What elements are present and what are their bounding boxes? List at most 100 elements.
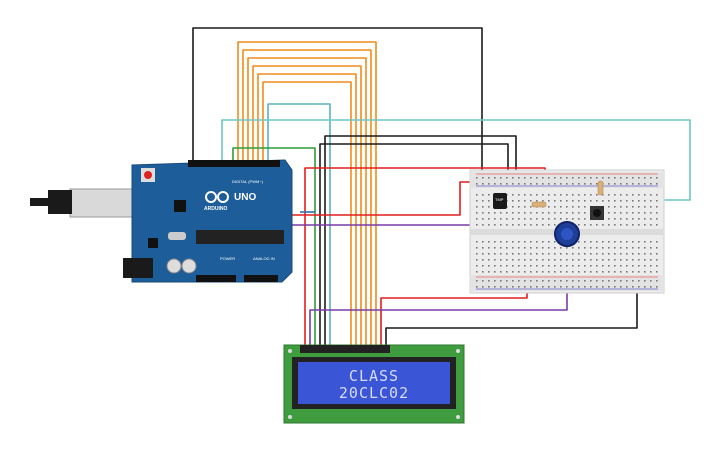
breadboard-hole — [500, 183, 502, 185]
breadboard-hole — [584, 265, 586, 267]
breadboard-hole — [590, 286, 592, 288]
wire-black-top[interactable] — [192, 27, 483, 178]
resistor-1[interactable] — [531, 201, 547, 208]
breadboard-hole — [494, 218, 496, 220]
breadboard-hole — [590, 241, 592, 243]
breadboard-hole — [524, 200, 526, 202]
breadboard-hole — [530, 241, 532, 243]
wire-orange-6[interactable] — [262, 81, 352, 345]
breadboard-hole — [584, 259, 586, 261]
breadboard-hole — [482, 265, 484, 267]
breadboard-hole — [620, 241, 622, 243]
breadboard-hole — [476, 224, 478, 226]
breadboard-hole — [614, 183, 616, 185]
breadboard-hole — [488, 194, 490, 196]
breadboard-hole — [572, 194, 574, 196]
breadboard-hole — [530, 224, 532, 226]
wire-orange-4[interactable] — [252, 65, 362, 345]
breadboard-hole — [572, 247, 574, 249]
small-chip — [174, 200, 186, 212]
breadboard-hole — [626, 206, 628, 208]
wire-orange-3[interactable] — [247, 57, 367, 345]
breadboard-hole — [614, 271, 616, 273]
breadboard-hole — [578, 183, 580, 185]
breadboard[interactable]: TMP — [469, 169, 665, 294]
potentiometer-knob[interactable] — [561, 228, 573, 240]
breadboard-hole — [644, 286, 646, 288]
resistor-2[interactable] — [597, 180, 604, 196]
breadboard-hole — [626, 183, 628, 185]
breadboard-hole — [626, 212, 628, 214]
wire-orange-2[interactable] — [242, 49, 372, 345]
breadboard-hole — [656, 271, 658, 273]
breadboard-hole — [584, 286, 586, 288]
breadboard-hole — [512, 253, 514, 255]
breadboard-hole — [536, 200, 538, 202]
breadboard-hole — [578, 206, 580, 208]
breadboard-hole — [560, 271, 562, 273]
wire-green[interactable] — [232, 147, 316, 345]
breadboard-hole — [542, 212, 544, 214]
breadboard-hole — [578, 212, 580, 214]
breadboard-hole — [518, 224, 520, 226]
breadboard-hole — [602, 271, 604, 273]
breadboard-hole — [584, 200, 586, 202]
breadboard-hole — [512, 265, 514, 267]
breadboard-hole — [542, 177, 544, 179]
breadboard-hole — [506, 241, 508, 243]
breadboard-hole — [482, 224, 484, 226]
breadboard-hole — [530, 247, 532, 249]
breadboard-hole — [530, 271, 532, 273]
breadboard-hole — [632, 194, 634, 196]
breadboard-hole — [632, 224, 634, 226]
breadboard-hole — [488, 218, 490, 220]
breadboard-hole — [650, 206, 652, 208]
breadboard-hole — [638, 280, 640, 282]
breadboard-hole — [548, 265, 550, 267]
wire-orange-1[interactable] — [237, 41, 377, 345]
breadboard-hole — [578, 177, 580, 179]
breadboard-hole — [590, 177, 592, 179]
breadboard-hole — [596, 177, 598, 179]
lcd-module[interactable]: CLASS 20CLC02 — [283, 344, 465, 424]
reset-button-cap[interactable] — [144, 171, 152, 179]
breadboard-hole — [488, 247, 490, 249]
breadboard-hole — [656, 212, 658, 214]
breadboard-hole — [506, 218, 508, 220]
breadboard-hole — [542, 183, 544, 185]
breadboard-hole — [590, 247, 592, 249]
wire-black-3[interactable] — [319, 143, 509, 345]
breadboard-hole — [632, 241, 634, 243]
breadboard-hole — [554, 265, 556, 267]
breadboard-hole — [656, 177, 658, 179]
breadboard-hole — [488, 271, 490, 273]
breadboard-hole — [476, 253, 478, 255]
arduino-brand-label: ARDUINO — [204, 206, 227, 212]
breadboard-hole — [638, 212, 640, 214]
breadboard-hole — [488, 212, 490, 214]
breadboard-hole — [524, 194, 526, 196]
breadboard-hole — [626, 194, 628, 196]
breadboard-hole — [572, 253, 574, 255]
temperature-sensor[interactable] — [493, 193, 507, 209]
breadboard-hole — [650, 265, 652, 267]
breadboard-hole — [494, 280, 496, 282]
arduino-pcb — [131, 159, 293, 283]
breadboard-hole — [632, 280, 634, 282]
wire-orange-5[interactable] — [257, 73, 357, 345]
breadboard-hole — [590, 183, 592, 185]
breadboard-hole — [500, 253, 502, 255]
breadboard-hole — [488, 280, 490, 282]
wire-black-2[interactable] — [324, 135, 517, 345]
breadboard-hole — [620, 271, 622, 273]
breadboard-hole — [548, 271, 550, 273]
breadboard-hole — [494, 183, 496, 185]
breadboard-hole — [554, 241, 556, 243]
breadboard-hole — [602, 253, 604, 255]
breadboard-hole — [512, 224, 514, 226]
breadboard-hole — [656, 253, 658, 255]
push-button-cap[interactable] — [593, 209, 601, 217]
breadboard-hole — [518, 286, 520, 288]
breadboard-hole — [542, 194, 544, 196]
arduino-board[interactable]: ARDUINO UNO DIGITAL (PWM~) POWER ANALOG … — [30, 159, 293, 283]
